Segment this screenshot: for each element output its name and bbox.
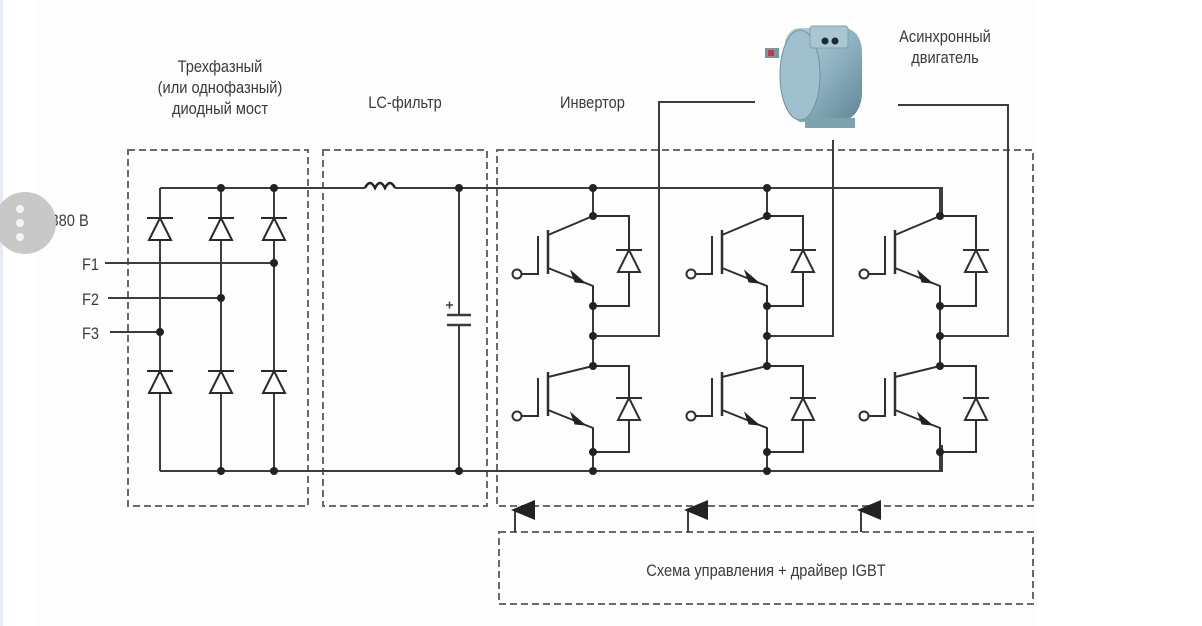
junction-dot bbox=[936, 302, 944, 310]
junction-dot bbox=[270, 184, 278, 192]
image-panel bbox=[36, 0, 1036, 626]
junction-dot bbox=[589, 302, 597, 310]
junction-dot bbox=[589, 212, 597, 220]
bottom-rail bbox=[160, 445, 943, 472]
junction-dot bbox=[589, 448, 597, 456]
control-block bbox=[498, 531, 1034, 605]
capacitor-icon bbox=[446, 301, 471, 327]
inverter-block bbox=[496, 149, 1034, 507]
filter-label: LC-фильтр bbox=[368, 93, 442, 112]
diode-icon bbox=[261, 215, 287, 241]
junction-dot bbox=[763, 212, 771, 220]
freewheel-diode-icon bbox=[616, 395, 642, 421]
diode-icon bbox=[147, 215, 173, 241]
diode-icon bbox=[261, 368, 287, 394]
igbt-low-icon bbox=[685, 365, 804, 453]
bridge-label-line-3: диодный мост bbox=[171, 99, 269, 118]
junction-dot bbox=[589, 467, 597, 475]
junction-dot bbox=[936, 362, 944, 370]
junction-dot bbox=[763, 448, 771, 456]
inductor-icon bbox=[363, 181, 397, 191]
igbt-high-icon bbox=[685, 215, 804, 307]
motor-label-line-2: двигатель bbox=[911, 48, 979, 67]
junction-dot bbox=[763, 332, 771, 340]
junction-dot bbox=[270, 259, 278, 267]
motor-wire-3 bbox=[898, 104, 1009, 337]
diode-icon bbox=[208, 368, 234, 394]
freewheel-diode-icon bbox=[963, 395, 989, 421]
junction-dot bbox=[455, 184, 463, 192]
igbt-low-icon bbox=[511, 365, 630, 453]
igbt-high-icon bbox=[511, 215, 630, 307]
freewheel-diode-icon bbox=[790, 395, 816, 421]
junction-dot bbox=[270, 467, 278, 475]
junction-dot bbox=[589, 332, 597, 340]
freewheel-diode-icon bbox=[616, 247, 642, 273]
junction-dot bbox=[763, 184, 771, 192]
junction-dot bbox=[217, 294, 225, 302]
bridge-label-line-2: (или однофазный) bbox=[157, 78, 283, 97]
junction-dot bbox=[936, 332, 944, 340]
junction-dot bbox=[763, 362, 771, 370]
more-options-button[interactable] bbox=[0, 192, 56, 254]
inverter-label: Инвертор bbox=[560, 93, 625, 112]
wiring bbox=[105, 101, 1009, 532]
top-rail bbox=[160, 187, 943, 215]
diode-bridge-block bbox=[127, 149, 309, 507]
junction-dot bbox=[156, 328, 164, 336]
igbt-high-icon bbox=[858, 215, 977, 307]
bridge-label-line-1: Трехфазный bbox=[177, 57, 263, 76]
phase-label-f2: F2 bbox=[82, 290, 100, 309]
freewheel-diode-icon bbox=[963, 247, 989, 273]
junction-dot bbox=[217, 467, 225, 475]
freewheel-diode-icon bbox=[790, 247, 816, 273]
motor-wire-1 bbox=[593, 101, 755, 337]
phase-label-f1: F1 bbox=[82, 255, 100, 274]
diode-icon bbox=[147, 368, 173, 394]
junction-dot bbox=[217, 184, 225, 192]
motor-wire-2 bbox=[767, 140, 834, 337]
motor-label: Асинхронный двигатель bbox=[881, 26, 1010, 68]
junction-dot bbox=[936, 448, 944, 456]
junction-dot bbox=[589, 184, 597, 192]
junction-dot bbox=[763, 467, 771, 475]
igbt-low-icon bbox=[858, 365, 977, 453]
motor-label-line-1: Асинхронный bbox=[899, 27, 991, 46]
diode-icon bbox=[208, 215, 234, 241]
junction-dot bbox=[763, 302, 771, 310]
junction-dot bbox=[455, 467, 463, 475]
control-label: Схема управления + драйвер IGBT bbox=[646, 561, 886, 580]
lc-filter-block bbox=[322, 149, 488, 507]
motor-icon bbox=[765, 25, 862, 128]
junction-dot bbox=[936, 212, 944, 220]
junction-dot bbox=[589, 362, 597, 370]
window-edge bbox=[0, 0, 3, 626]
phase-label-f3: F3 bbox=[82, 324, 100, 343]
bridge-label: Трехфазный (или однофазный) диодный мост bbox=[143, 56, 298, 119]
